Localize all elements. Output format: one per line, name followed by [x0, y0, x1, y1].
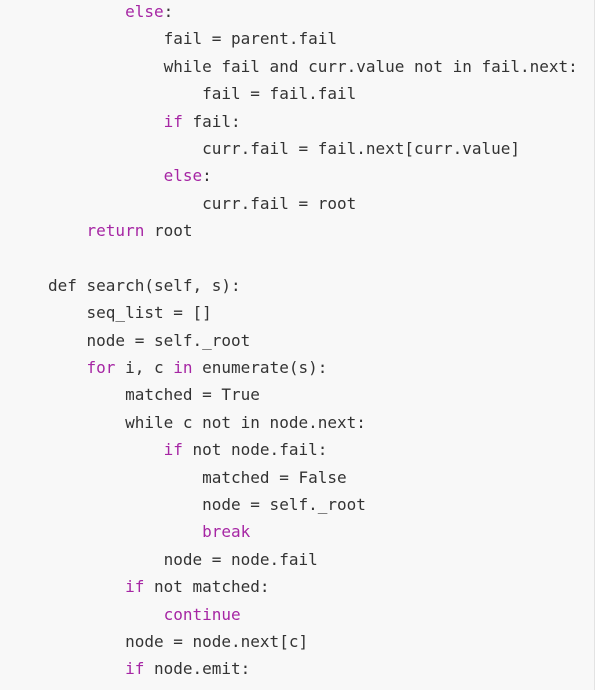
- code-keyword: if: [163, 111, 183, 131]
- code-line: node = self._root: [48, 327, 578, 354]
- code-text: node = node.next[c]: [125, 631, 309, 651]
- code-line: return root: [48, 217, 578, 244]
- code-line: matched = False: [48, 464, 578, 491]
- code-line: while c not in node.next:: [48, 409, 578, 436]
- code-indent: [48, 468, 202, 487]
- code-line: node = node.fail: [48, 546, 578, 573]
- code-text: not node.fail:: [182, 440, 328, 460]
- code-line: if fail:: [48, 108, 578, 135]
- code-line: fail = fail.fail: [48, 80, 578, 107]
- code-text: :: [163, 2, 174, 21]
- code-indent: [48, 522, 202, 541]
- code-text: :: [202, 166, 212, 186]
- code-indent: [48, 385, 125, 404]
- code-line: if node.emit:: [48, 655, 578, 682]
- code-indent: [48, 221, 87, 240]
- code-keyword: if: [125, 659, 145, 679]
- code-keyword: else: [163, 166, 203, 186]
- code-indent: [48, 194, 202, 213]
- code-text: node = self._root: [86, 330, 251, 350]
- code-keyword: in: [173, 358, 193, 378]
- code-indent: [48, 112, 164, 131]
- code-indent: [48, 57, 164, 76]
- code-text: matched = False: [202, 467, 347, 487]
- code-indent: [48, 413, 125, 432]
- code-text: root: [144, 221, 193, 241]
- code-line: for i, c in enumerate(s):: [48, 354, 578, 381]
- code-text: fail:: [182, 111, 241, 131]
- code-content: else: fail = parent.fail while fail and …: [48, 0, 578, 683]
- code-text: while fail and curr.value not in fail.ne…: [163, 56, 578, 76]
- code-keyword: break: [202, 522, 251, 542]
- code-text: def search(self, s):: [48, 275, 241, 295]
- code-indent: [48, 577, 125, 596]
- code-line: fail = parent.fail: [48, 25, 578, 52]
- code-keyword: continue: [163, 604, 241, 624]
- code-line: node = self._root: [48, 491, 578, 518]
- code-indent: [48, 659, 125, 678]
- code-text: node = self._root: [202, 495, 366, 515]
- code-line: if not matched:: [48, 573, 578, 600]
- code-text: node = node.fail: [163, 549, 318, 569]
- code-text: i, c: [115, 358, 174, 378]
- code-line: while fail and curr.value not in fail.ne…: [48, 53, 578, 80]
- code-text: fail = fail.fail: [202, 84, 357, 104]
- code-text: enumerate(s):: [192, 358, 328, 378]
- code-line: else:: [48, 162, 578, 189]
- code-indent: [48, 29, 164, 48]
- code-line: def search(self, s):: [48, 272, 578, 299]
- code-text: not matched:: [144, 577, 270, 597]
- code-line: if not node.fail:: [48, 436, 578, 463]
- code-keyword: for: [86, 358, 116, 378]
- code-text: curr.fail = fail.next[curr.value]: [202, 138, 521, 158]
- code-keyword: return: [86, 221, 145, 241]
- code-keyword: else: [125, 2, 164, 21]
- code-indent: [48, 550, 164, 569]
- code-indent: [48, 139, 202, 158]
- code-indent: [48, 331, 87, 350]
- code-indent: [48, 358, 87, 377]
- code-indent: [48, 605, 164, 624]
- code-line: continue: [48, 601, 578, 628]
- code-indent: [48, 440, 164, 459]
- code-keyword: if: [125, 577, 145, 597]
- code-text: matched = True: [125, 385, 260, 405]
- code-text: curr.fail = root: [202, 193, 357, 213]
- code-line: curr.fail = root: [48, 190, 578, 217]
- code-line: break: [48, 518, 578, 545]
- code-line: matched = True: [48, 381, 578, 408]
- code-indent: [48, 303, 87, 322]
- code-keyword: if: [163, 440, 183, 460]
- code-text: fail = parent.fail: [163, 29, 337, 49]
- code-text: seq_list = []: [86, 303, 212, 323]
- code-line: ​: [48, 245, 578, 272]
- code-text: while c not in node.next:: [125, 412, 366, 432]
- code-line: node = node.next[c]: [48, 628, 578, 655]
- code-line: else:: [48, 0, 578, 25]
- code-indent: [48, 84, 202, 103]
- code-indent: [48, 632, 125, 651]
- code-line: curr.fail = fail.next[curr.value]: [48, 135, 578, 162]
- code-indent: [48, 166, 164, 185]
- code-line: seq_list = []: [48, 299, 578, 326]
- code-indent: [48, 2, 125, 21]
- code-indent: [48, 495, 202, 514]
- code-text: node.emit:: [144, 659, 251, 679]
